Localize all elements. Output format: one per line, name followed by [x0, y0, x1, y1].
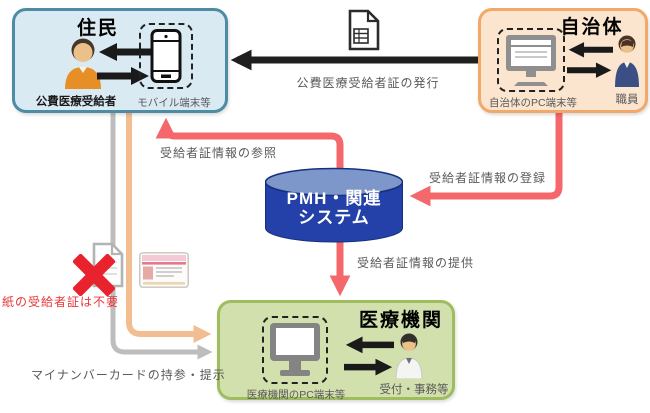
- clerk-person-icon: [395, 333, 423, 379]
- x-icon: [73, 254, 115, 296]
- database-cylinder-icon: [265, 167, 403, 243]
- medical-group-box: 医療機関 医療機関のPC端末等 受付・事務等: [217, 300, 455, 401]
- certificate-document-icon: [348, 9, 380, 51]
- reference-flow-label: 受給者証情報の参照: [160, 146, 278, 160]
- mynumber-flow-label: マイナンバーカードの持参・提示: [31, 368, 226, 382]
- arrow-mynumber-gray: [110, 113, 213, 360]
- issue-flow-label: 公費医療受給者証の発行: [296, 76, 440, 90]
- provide-flow-label: 受給者証情報の提供: [357, 256, 475, 270]
- arrow-reference: [155, 117, 344, 250]
- arrow-register: [409, 113, 563, 207]
- municipality-group-box: 自治体 自治体のPC端末等 職員: [478, 8, 648, 113]
- bidirectional-arrows-icon: [97, 43, 151, 85]
- resident-group-box: 住民 公費医療受給者 モバイル端末等: [12, 8, 228, 113]
- medical-person-label: 受付・事務等: [379, 384, 449, 396]
- no-paper-label: 紙の受給者証は不要: [2, 295, 120, 309]
- municipality-person-label: 職員: [615, 94, 639, 106]
- medical-pc-frame: [262, 316, 328, 384]
- monitor-icon: [270, 323, 320, 376]
- municipality-device-label: 自治体のPC端末等: [488, 97, 578, 109]
- municipality-title: 自治体: [560, 17, 624, 38]
- monitor-icon: [506, 35, 556, 86]
- resident-person-label: 公費医療受給者: [35, 96, 117, 108]
- municipality-pc-frame: [497, 28, 565, 92]
- pmh-system-database: PMH・関連 システム: [265, 167, 403, 247]
- bidirectional-arrows-icon: [567, 42, 613, 78]
- smartphone-icon: [150, 29, 182, 83]
- bidirectional-arrows-icon: [344, 336, 394, 376]
- mobile-device-frame: [139, 23, 193, 89]
- mynumber-card-icon: [139, 252, 189, 288]
- staff-person-icon: [615, 35, 639, 87]
- medical-title: 医療機関: [358, 310, 443, 331]
- arrow-mynumber-orange: [126, 113, 212, 343]
- resident-title: 住民: [76, 18, 119, 39]
- resident-person-icon: [65, 38, 101, 89]
- resident-device-label: モバイル端末等: [137, 97, 211, 109]
- register-flow-label: 受給者証情報の登録: [429, 171, 547, 185]
- medical-device-label: 医療機関のPC端末等: [246, 389, 346, 401]
- pmh-system-title: PMH・関連 システム: [286, 189, 382, 227]
